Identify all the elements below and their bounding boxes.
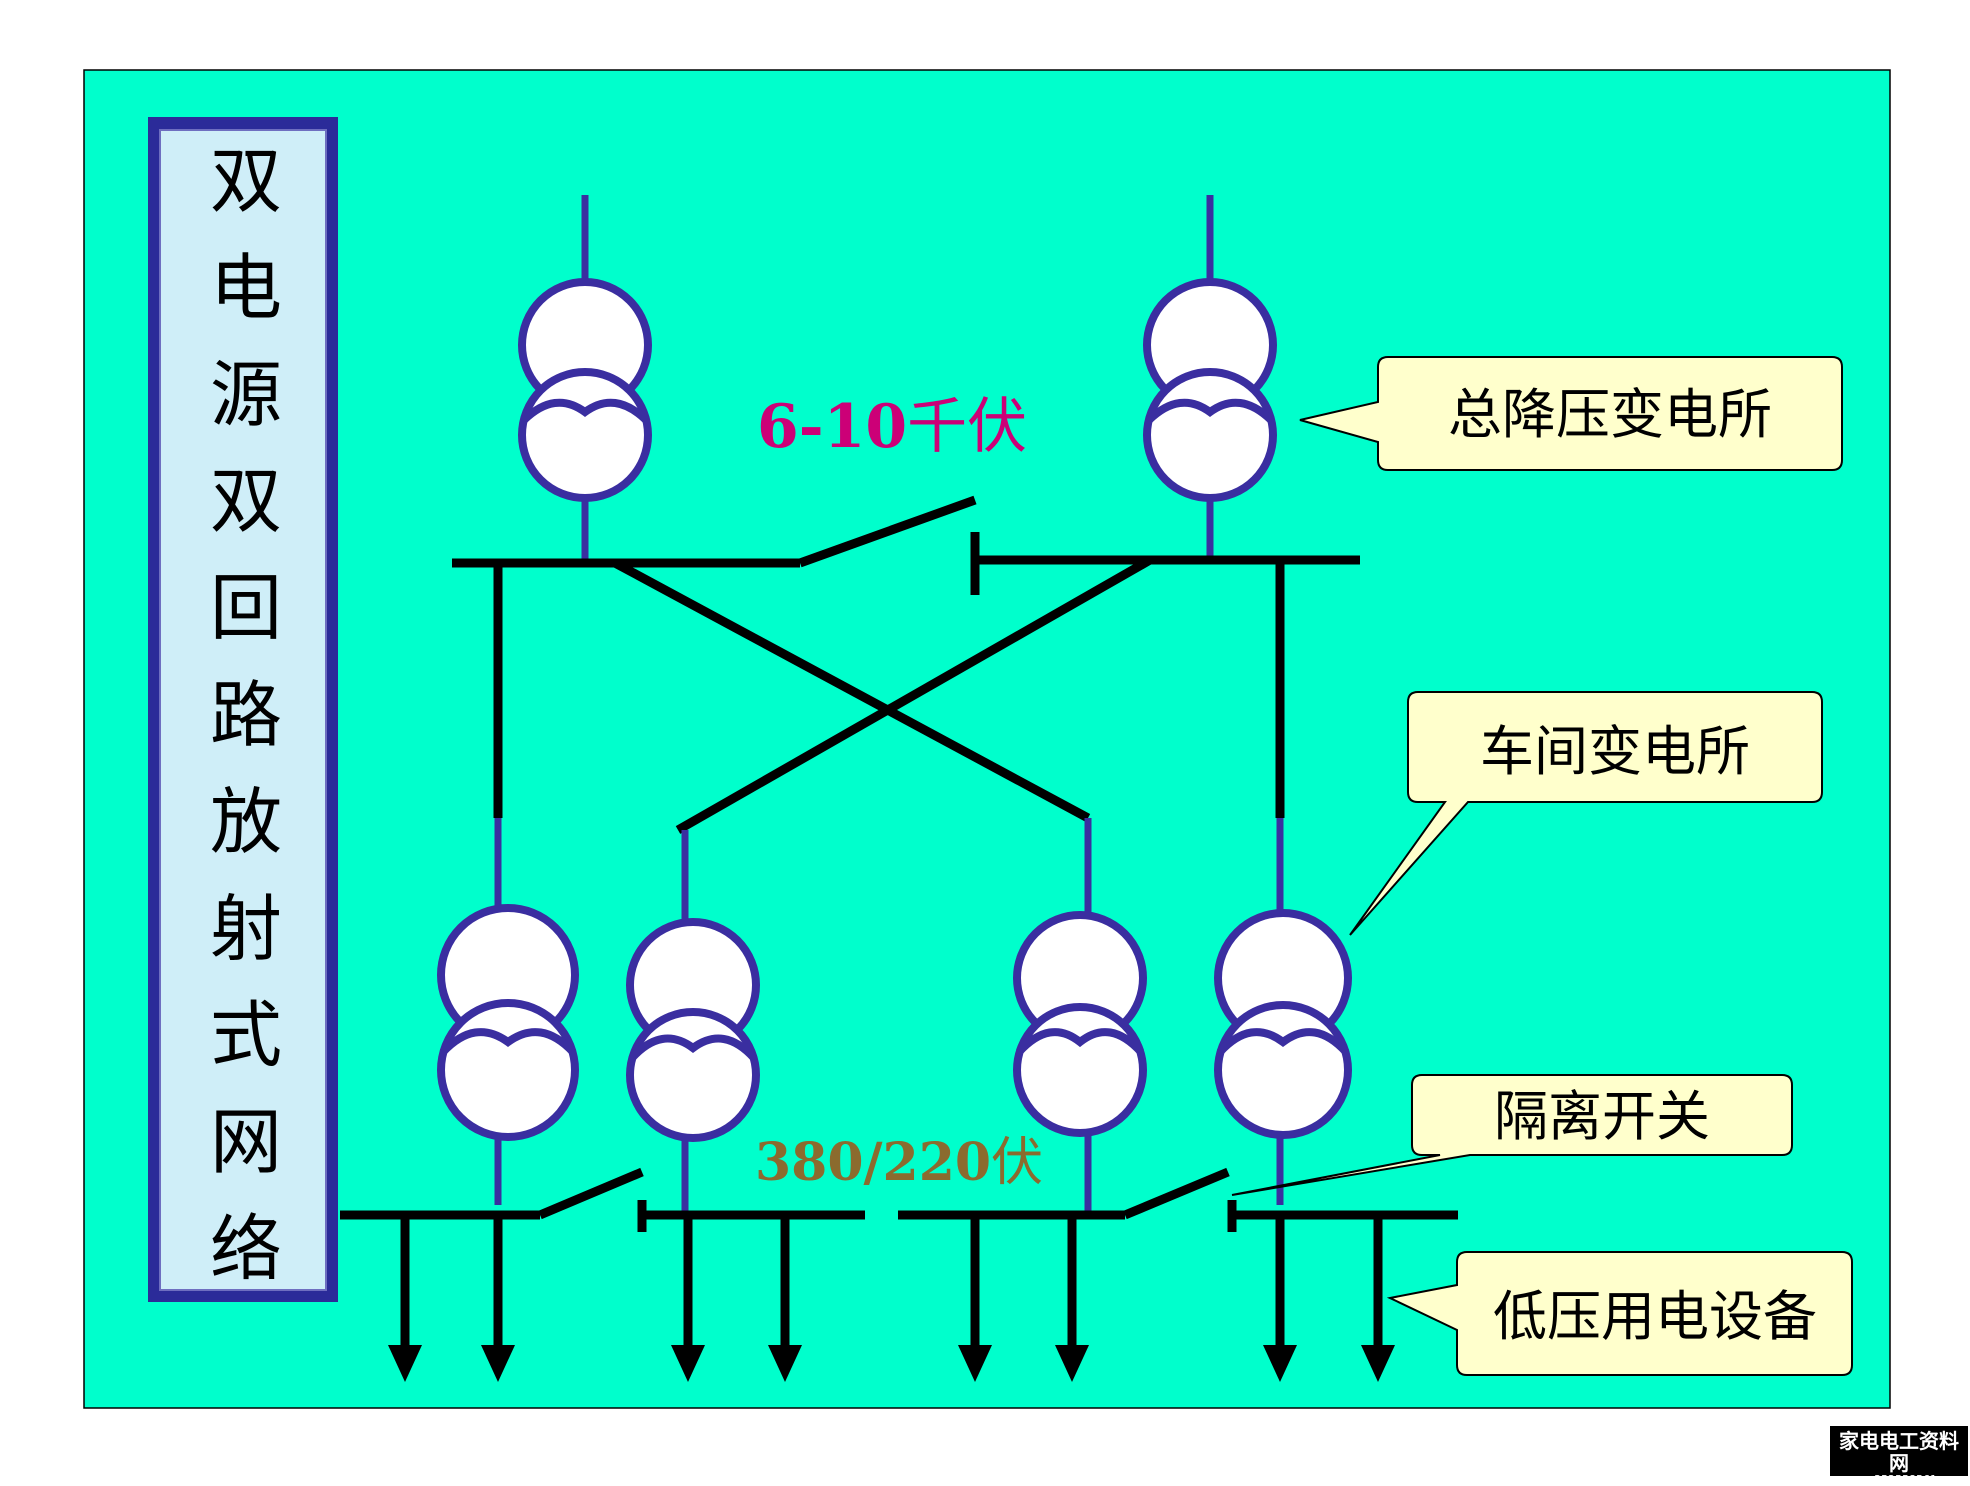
feeder-arrow bbox=[1361, 1345, 1395, 1382]
title-char: 网 bbox=[209, 1100, 282, 1185]
feeder-arrow bbox=[1055, 1345, 1089, 1382]
callout-disconnector: 隔离开关 bbox=[1231, 1074, 1793, 1196]
label-high-voltage-number: 6-10 bbox=[757, 392, 907, 462]
title-char: 放 bbox=[209, 779, 282, 864]
hv-bus bbox=[452, 495, 1360, 595]
workshop-transformer-1 bbox=[437, 818, 579, 1205]
title-char: 回 bbox=[209, 566, 282, 651]
lv-feeders bbox=[388, 1215, 1395, 1382]
title-char: 络 bbox=[209, 1206, 282, 1291]
workshop-transformer-4 bbox=[1214, 818, 1352, 1205]
callout-main-substation: 总降压变电所 bbox=[1299, 356, 1843, 471]
label-low-voltage-number: 380/220 bbox=[755, 1132, 991, 1193]
label-main-substation: 总降压变电所 bbox=[1448, 383, 1772, 446]
callout-workshop-substation: 车间变电所 bbox=[1349, 691, 1823, 936]
workshop-transformer-3 bbox=[1013, 818, 1147, 1215]
watermark-line2: www.352558561.cn bbox=[1844, 1473, 1954, 1486]
feeder-arrow bbox=[958, 1345, 992, 1382]
watermark-line1: 家电电工资料网 bbox=[1839, 1429, 1959, 1475]
feeder-arrow bbox=[481, 1345, 515, 1382]
title-char: 双 bbox=[209, 459, 282, 544]
title-char: 射 bbox=[209, 886, 282, 971]
label-high-voltage: 6-10千伏 bbox=[757, 392, 1027, 462]
label-high-voltage-unit: 千伏 bbox=[907, 392, 1027, 462]
feeder-arrow bbox=[388, 1345, 422, 1382]
feeder-arrow bbox=[768, 1345, 802, 1382]
main-transformer-right bbox=[1143, 195, 1277, 560]
vertical-title: 双电源双回路放射式网络 bbox=[160, 145, 332, 1285]
lv-bus bbox=[340, 1167, 1458, 1232]
main-transformer-left bbox=[518, 195, 652, 560]
callout-lv-equipment: 低压用电设备 bbox=[1386, 1251, 1853, 1376]
label-workshop-substation: 车间变电所 bbox=[1480, 720, 1750, 783]
label-disconnector: 隔离开关 bbox=[1494, 1085, 1710, 1148]
label-low-voltage: 380/220伏 bbox=[755, 1132, 1043, 1193]
title-char: 式 bbox=[209, 993, 282, 1078]
feeder-arrow bbox=[1263, 1345, 1297, 1382]
title-frame-inner bbox=[159, 129, 327, 1291]
label-lv-equipment: 低压用电设备 bbox=[1493, 1285, 1817, 1348]
hv-feeders bbox=[493, 556, 1285, 834]
title-char: 源 bbox=[209, 352, 282, 437]
title-char: 双 bbox=[209, 139, 282, 223]
feeder-arrow bbox=[671, 1345, 705, 1382]
watermark: 家电电工资料网 www.352558561.cn bbox=[1830, 1426, 1968, 1486]
workshop-transformer-2 bbox=[626, 830, 760, 1215]
title-char: 电 bbox=[209, 245, 282, 330]
title-char: 路 bbox=[209, 672, 282, 757]
label-low-voltage-unit: 伏 bbox=[991, 1133, 1043, 1193]
